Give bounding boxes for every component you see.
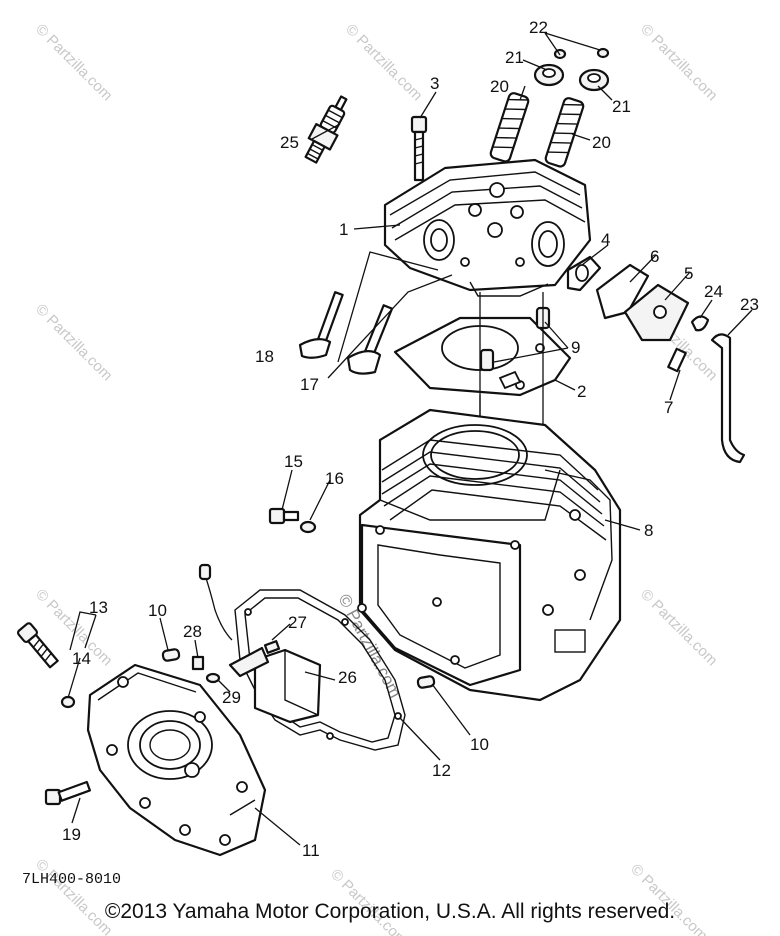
- callout-24: 24: [704, 282, 723, 301]
- oil-filler-cap: [16, 622, 59, 669]
- callout-29: 29: [222, 688, 241, 707]
- callout-16: 15: [284, 452, 303, 471]
- callout-10: 10: [470, 735, 489, 754]
- callout-22: 22: [529, 18, 548, 37]
- callout-7: 7: [664, 398, 673, 417]
- dowels: [161, 648, 436, 689]
- callout-27: 27: [288, 613, 307, 632]
- callout-21: 21: [505, 48, 524, 67]
- callout-28: 28: [183, 622, 202, 641]
- callout-17: 16: [325, 469, 344, 488]
- callout-5: 5: [684, 264, 693, 283]
- catalog-code: 7LH400-8010: [22, 871, 121, 888]
- callout-18: 17: [300, 375, 319, 394]
- sensor-wire: [204, 574, 233, 641]
- callout-3: 3: [430, 74, 439, 93]
- callout-21: 21: [612, 97, 631, 116]
- callout-4: 4: [601, 230, 610, 249]
- oil-level-switch: [191, 640, 322, 724]
- watermark: © Partzilla.com: [637, 21, 720, 104]
- o-ring: [60, 695, 76, 709]
- callout-20: 20: [490, 77, 509, 96]
- cylinder-head: [383, 158, 592, 297]
- callout-numbers: 22 21 21 20 20 3 25 1 4 6 5 24 23 9 18 1…: [22, 18, 759, 888]
- head-gasket: [393, 306, 572, 397]
- cover-bolt: [44, 780, 92, 806]
- watermark: © Partzilla.com: [32, 301, 115, 384]
- spark-plug: [304, 95, 348, 164]
- callout-12: 13: [89, 598, 108, 617]
- valves: [298, 291, 394, 375]
- spring-retainers: [533, 47, 610, 92]
- watermark: © Partzilla.com: [637, 586, 720, 669]
- callout-10: 10: [148, 601, 167, 620]
- crankcase-cover: [86, 663, 267, 857]
- watermark: © Partzilla.com: [342, 21, 425, 104]
- watermark: © Partzilla.com: [627, 861, 710, 936]
- callout-23: 23: [740, 295, 759, 314]
- valve-springs: [489, 92, 585, 168]
- callout-2: 2: [577, 382, 586, 401]
- copyright-notice: ©2013 Yamaha Motor Corporation, U.S.A. A…: [104, 900, 676, 923]
- watermark: © Partzilla.com: [32, 21, 115, 104]
- leader-lines: [67, 32, 753, 846]
- callout-13: 14: [72, 649, 91, 668]
- callout-8: 8: [644, 521, 653, 540]
- callout-26: 26: [338, 668, 357, 687]
- callout-11: 11: [302, 841, 320, 860]
- callout-1: 1: [339, 220, 348, 239]
- callout-25: 25: [280, 133, 299, 152]
- head-bolt: [410, 115, 428, 182]
- callout-9: 9: [571, 338, 580, 357]
- callout-15: 19: [62, 825, 81, 844]
- callout-6: 6: [650, 247, 659, 266]
- side-cover-parts: [566, 255, 746, 464]
- callout-20: 20: [592, 133, 611, 152]
- callout-14: 12: [432, 761, 451, 780]
- cylinder-block: [357, 408, 622, 702]
- callout-19: 18: [255, 347, 274, 366]
- wire-connector: [198, 563, 212, 581]
- bolt-and-washer: [268, 507, 317, 534]
